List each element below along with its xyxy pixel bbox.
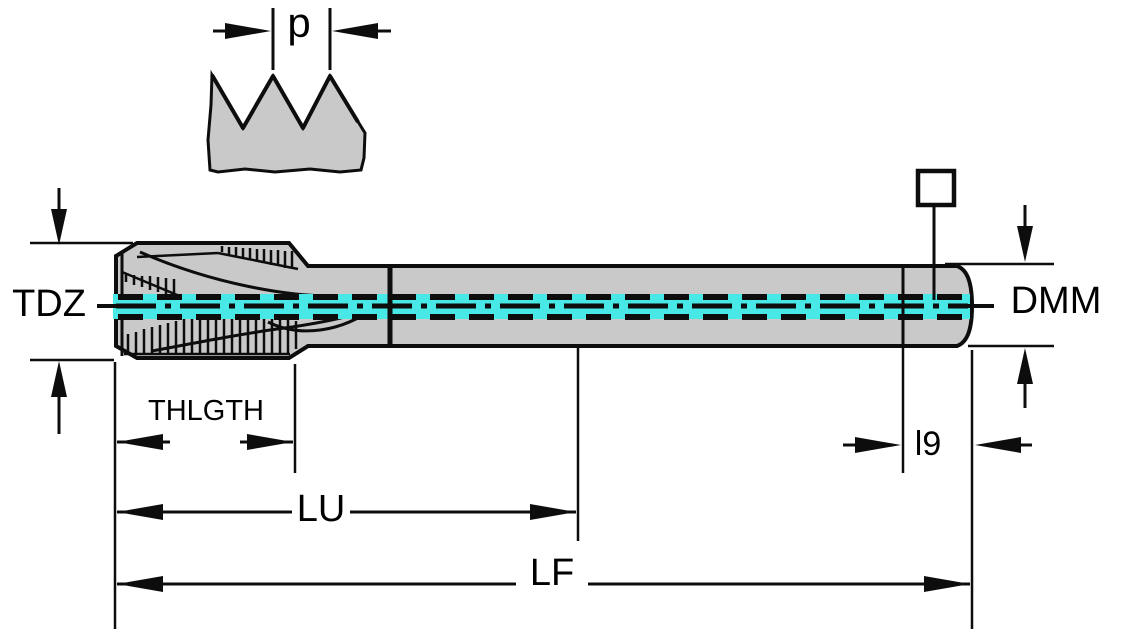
tdz-label: TDZ <box>12 283 86 325</box>
thread-teeth-crest <box>220 246 294 269</box>
thlgth-arrow-right-head <box>247 434 293 450</box>
lf-label: LF <box>530 552 574 594</box>
pitch-arrow-left-head <box>225 23 271 39</box>
tdz-arrow-up-head <box>51 361 67 397</box>
lu-label: LU <box>297 488 346 530</box>
l9-arrow-left-head <box>855 437 901 453</box>
lu-dimension: LU <box>117 348 580 541</box>
dmm-dimension: DMM <box>945 205 1101 408</box>
l9-label: l9 <box>915 425 941 463</box>
thread-profile-shape <box>206 69 367 174</box>
pitch-arrow-right-head <box>332 23 378 39</box>
thlgth-arrow-left-head <box>117 434 163 450</box>
thread-upper-left-diagonal <box>121 270 183 299</box>
l9-arrow-right-head <box>975 437 1021 453</box>
tdz-arrow-down-head <box>51 209 67 245</box>
dmm-label: DMM <box>1011 280 1102 322</box>
lf-dimension: LF <box>117 350 974 629</box>
thread-profile-detail: p <box>206 0 391 174</box>
lu-arrow-left-head <box>117 504 163 520</box>
thlgth-dimension: THLGTH <box>113 362 297 629</box>
square-drive-symbol <box>915 168 957 300</box>
lu-arrow-right-head <box>530 504 576 520</box>
thlgth-label: THLGTH <box>148 395 264 427</box>
pitch-label: p <box>287 0 310 46</box>
lf-arrow-right-head <box>924 576 970 592</box>
dmm-arrow-down-head <box>1017 226 1033 262</box>
dmm-arrow-up-head <box>1017 348 1033 384</box>
lf-arrow-left-head <box>117 576 163 592</box>
thread-teeth-upper-left <box>124 274 176 296</box>
thread-profile-crest-line <box>210 73 360 130</box>
l9-dimension: l9 <box>843 348 1032 473</box>
centerline <box>97 294 994 320</box>
tdz-dimension: TDZ <box>12 188 133 434</box>
square-drive-icon <box>915 168 957 208</box>
